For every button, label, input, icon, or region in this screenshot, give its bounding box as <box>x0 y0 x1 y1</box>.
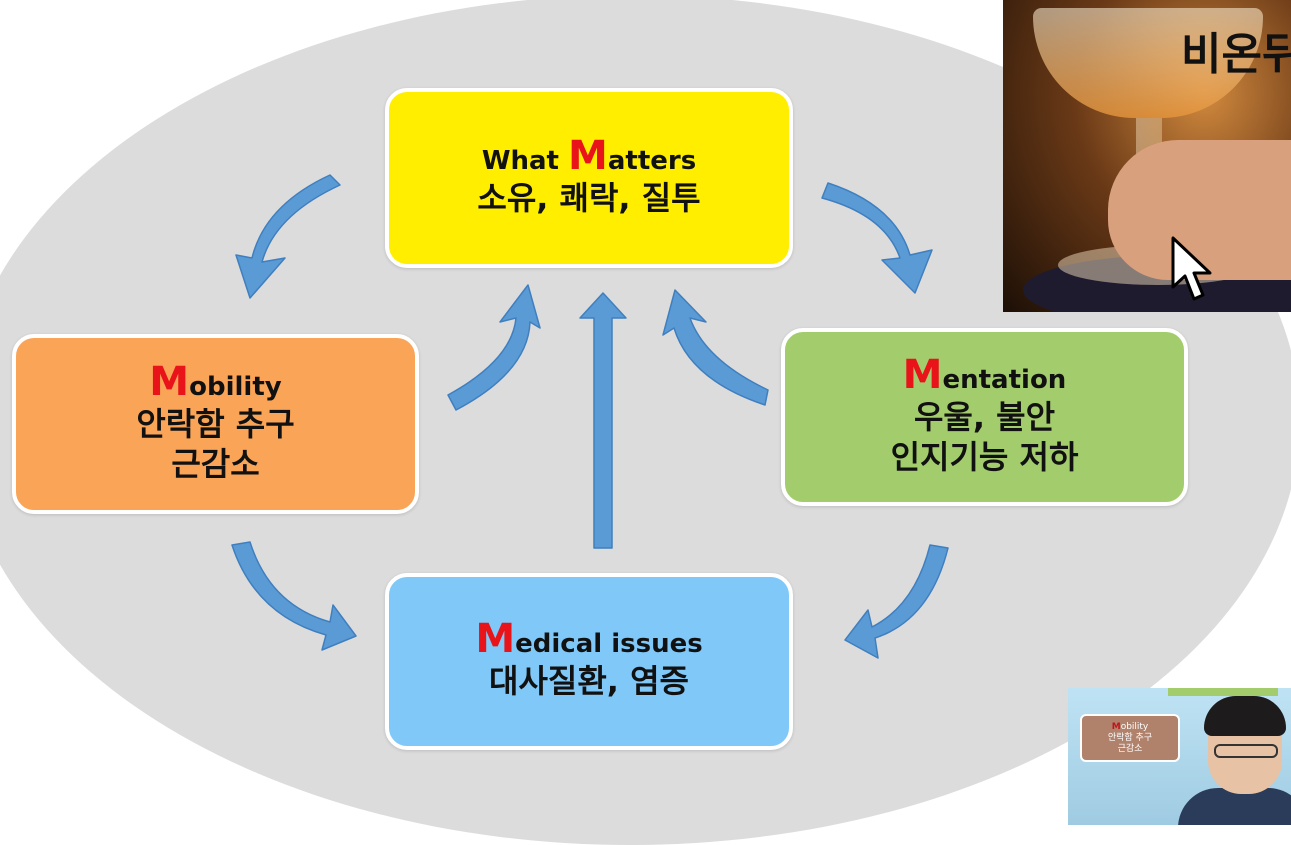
mobility-rest: obility <box>189 371 282 402</box>
what-matters-rest: atters <box>607 145 697 176</box>
medical-issues-line1: 대사질환, 염증 <box>489 662 689 700</box>
presenter-glasses <box>1214 744 1278 758</box>
what-matters-prefix: What <box>481 145 569 176</box>
mobility-line1: 안락함 추구 <box>136 404 295 443</box>
presenter-hair <box>1204 696 1286 736</box>
medical-issues-box: Medical issues 대사질환, 염증 <box>385 573 793 750</box>
arrow-top-to-right <box>821 182 933 294</box>
mentation-rest: entation <box>942 364 1067 395</box>
photo-caption: 비온뒤 <box>1181 29 1291 80</box>
arrow-right-to-bottom <box>844 544 949 659</box>
presenter-suit <box>1178 788 1291 825</box>
arrow-bottom-to-top <box>579 292 627 549</box>
cocktail-glass-photo: 비온뒤 <box>1003 0 1291 312</box>
medical-issues-initial: M <box>475 616 516 662</box>
arrow-right-to-top <box>662 289 769 406</box>
what-matters-line1: 소유, 쾌락, 질투 <box>477 178 701 217</box>
mouse-cursor-icon <box>1171 236 1212 301</box>
mobility-line2: 근감소 <box>171 444 260 483</box>
webcam-mini-line1: 안락함 추구 <box>1107 732 1153 743</box>
webcam-mini-rest: obility <box>1120 721 1149 732</box>
webcam-mini-initial: M <box>1111 721 1121 732</box>
mentation-line2: 인지기능 저하 <box>890 437 1079 476</box>
mobility-title: Mobility <box>149 362 282 404</box>
webcam-mini-line2: 근감소 <box>1117 743 1143 754</box>
arrow-top-to-left <box>235 174 341 299</box>
mentation-initial: M <box>902 351 943 398</box>
cycle-arrows <box>231 174 949 659</box>
mobility-box: Mobility 안락함 추구 근감소 <box>12 334 419 514</box>
webcam-mini-mobility-box: Mobility 안락함 추구 근감소 <box>1080 714 1180 762</box>
what-matters-initial: M <box>568 132 608 179</box>
medical-issues-rest: edical issues <box>515 629 703 659</box>
hand <box>1108 140 1291 280</box>
arrow-left-to-top <box>447 284 541 411</box>
arrow-left-to-bottom <box>231 541 357 651</box>
mobility-initial: M <box>149 358 190 405</box>
mentation-title: Mentation <box>903 355 1067 397</box>
what-matters-box: What Matters 소유, 쾌락, 질투 <box>385 88 793 268</box>
mentation-box: Mentation 우울, 불안 인지기능 저하 <box>781 328 1188 506</box>
medical-issues-title: Medical issues <box>475 619 703 661</box>
presenter-webcam: Mobility 안락함 추구 근감소 <box>1068 688 1291 825</box>
mentation-line1: 우울, 불안 <box>913 397 1056 436</box>
what-matters-title: What Matters <box>481 136 697 178</box>
webcam-green-strip <box>1168 688 1278 696</box>
